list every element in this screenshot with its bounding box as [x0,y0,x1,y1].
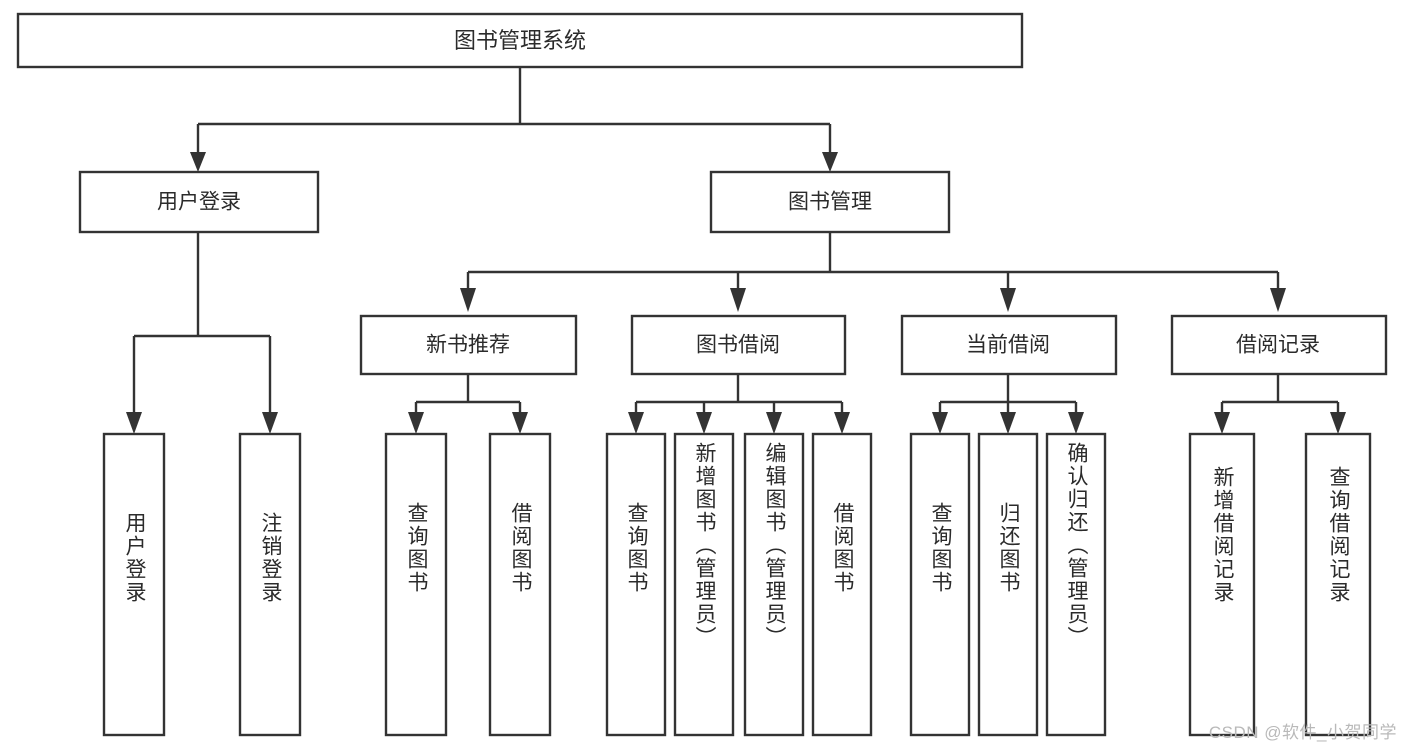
node-borrow-record-label: 借阅记录 [1236,334,1320,357]
arrow-head-leaf-query-book-1 [408,412,424,434]
node-leaf-query-borrow-record-box[interactable] [1304,432,1372,737]
node-book-borrow-box[interactable] [630,314,847,376]
arrow-head-current-borrow [1000,288,1016,312]
node-leaf-logout-login-box[interactable] [238,432,302,737]
connector-layer [126,67,1346,434]
arrow-head-user-login [190,152,206,172]
csdn-watermark: CSDN @软件_小贺同学 [1208,723,1397,742]
node-book-management-label: 图书管理 [788,191,872,214]
node-user-login-label: 用户登录 [157,191,241,214]
arrow-head-borrow-record [1270,288,1286,312]
arrow-head-leaf-query-borrow-record [1330,412,1346,434]
node-borrow-record-box[interactable] [1170,314,1388,376]
node-book-borrow-label: 图书借阅 [696,334,780,357]
arrow-head-leaf-edit-book-admin [766,412,782,434]
node-leaf-user-login-box[interactable] [102,432,166,737]
node-current-borrow-box[interactable] [900,314,1118,376]
node-leaf-query-book-1-box[interactable] [384,432,448,737]
node-leaf-confirm-return-admin-box[interactable] [1045,432,1107,737]
node-leaf-query-book-3-box[interactable] [909,432,971,737]
node-leaf-add-borrow-record-box[interactable] [1188,432,1256,737]
arrow-head-leaf-user-login [126,412,142,434]
arrow-head-leaf-borrow-book-1 [512,412,528,434]
arrow-head-leaf-add-book-admin [696,412,712,434]
arrow-head-leaf-add-borrow-record [1214,412,1230,434]
arrow-head-leaf-return-book [1000,412,1016,434]
node-leaf-borrow-book-2-box[interactable] [811,432,873,737]
node-layer: 图书管理系统 用户登录 图书管理 新书推荐 图书借阅 当前借阅 借阅记录 [16,12,1388,737]
arrow-head-book-management [822,152,838,172]
arrow-head-leaf-query-book-3 [932,412,948,434]
node-new-book-recommend-label: 新书推荐 [426,334,510,357]
arrow-head-leaf-confirm-return-admin [1068,412,1084,434]
node-book-management-box[interactable] [709,170,951,234]
node-user-login-box[interactable] [78,170,320,234]
arrow-head-new-book-recommend [460,288,476,312]
node-root-box[interactable] [16,12,1024,69]
node-leaf-edit-book-admin-box[interactable] [743,432,805,737]
node-leaf-add-book-admin-box[interactable] [673,432,735,737]
node-current-borrow-label: 当前借阅 [966,334,1050,357]
node-leaf-query-book-2-box[interactable] [605,432,667,737]
arrow-head-leaf-borrow-book-2 [834,412,850,434]
arrow-head-book-borrow [730,288,746,312]
arrow-head-leaf-query-book-2 [628,412,644,434]
node-root-label: 图书管理系统 [454,28,586,53]
node-new-book-recommend-box[interactable] [359,314,578,376]
node-leaf-borrow-book-1-box[interactable] [488,432,552,737]
arrow-head-leaf-logout-login [262,412,278,434]
node-leaf-return-book-box[interactable] [977,432,1039,737]
